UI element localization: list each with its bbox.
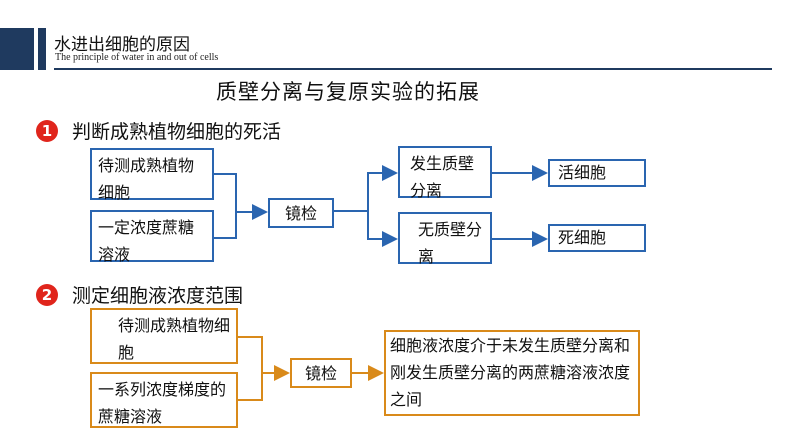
s2-connector — [238, 336, 262, 338]
s1-result-dead: 死细胞 — [548, 224, 646, 252]
header-subtitle: The principle of water in and out of cel… — [55, 52, 219, 63]
section2-heading: 2 测定细胞液浓度范围 — [36, 281, 243, 308]
header-block-large — [0, 28, 34, 70]
s1-branch-no-plasmolysis: 无质壁分离 — [398, 212, 492, 266]
header-block-small — [38, 28, 46, 70]
s1-input-cells: 待测成熟植物细胞 — [90, 148, 214, 202]
slide-title: 质壁分离与复原实验的拓展 — [216, 80, 480, 104]
section1-heading: 1 判断成熟植物细胞的死活 — [36, 117, 281, 144]
header-title: 水进出细胞的原因 — [54, 35, 190, 55]
section2-title: 测定细胞液浓度范围 — [72, 285, 244, 307]
s2-connector — [261, 336, 263, 401]
s2-result: 细胞液浓度介于未发生质壁分离和刚发生质壁分离的两蔗糖溶液浓度之间 — [384, 330, 640, 416]
s1-check: 镜检 — [268, 198, 334, 228]
section1-title: 判断成熟植物细胞的死活 — [72, 121, 282, 143]
s2-input-solutions: 一系列浓度梯度的蔗糖溶液 — [90, 372, 238, 428]
s1-result-live: 活细胞 — [548, 159, 646, 187]
header-divider — [54, 68, 772, 70]
s2-check: 镜检 — [290, 358, 352, 388]
s2-connector — [238, 399, 262, 401]
s1-connector — [334, 210, 368, 212]
s1-connector — [214, 237, 236, 239]
s1-connector — [367, 172, 369, 240]
section1-badge: 1 — [36, 119, 58, 142]
s1-connector — [235, 173, 237, 239]
s1-input-solution: 一定浓度蔗糖溶液 — [90, 210, 214, 264]
s2-input-cells: 待测成熟植物细胞 — [90, 308, 238, 364]
section2-badge: 2 — [36, 283, 58, 306]
s1-connector — [214, 173, 236, 175]
s1-branch-plasmolysis: 发生质壁分离 — [398, 146, 492, 200]
